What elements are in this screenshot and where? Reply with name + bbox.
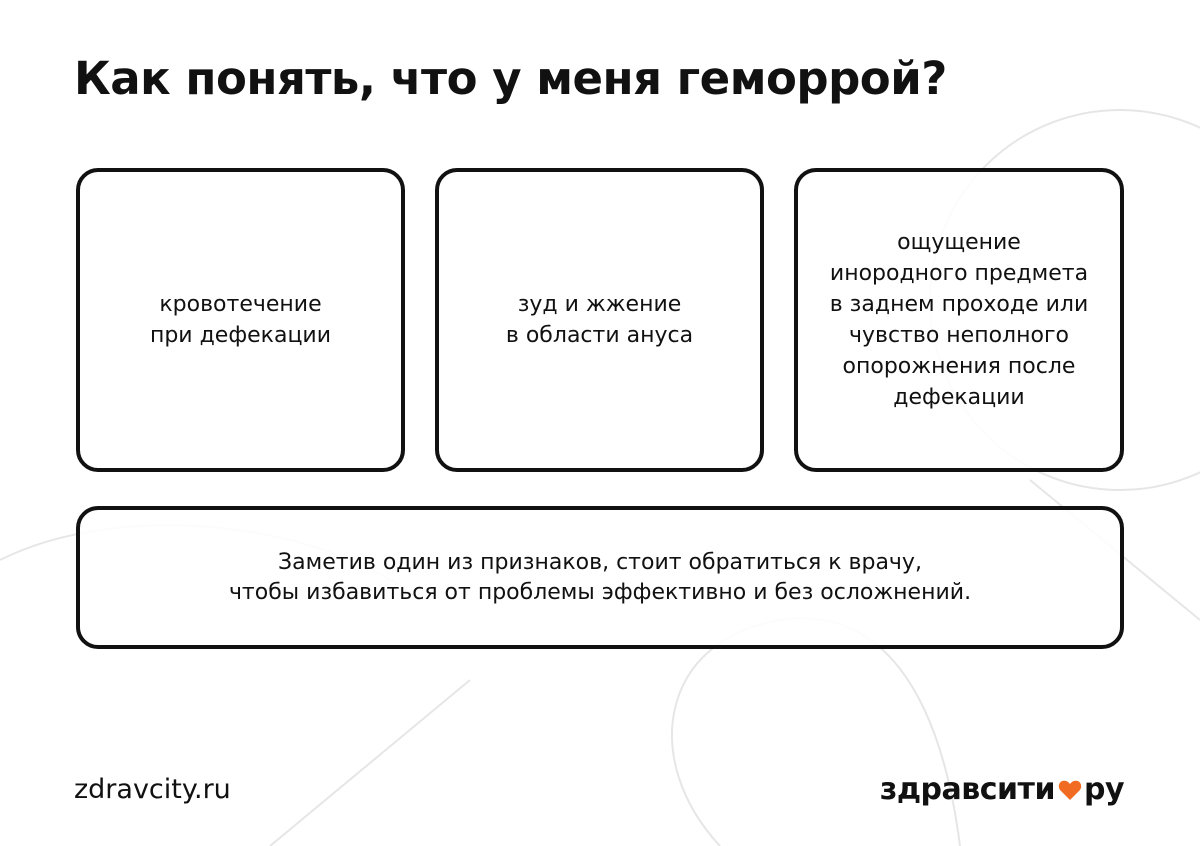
symptom-card-text: ощущение инородного предмета в заднем пр… xyxy=(829,230,1089,410)
symptom-card-foreign-body: ощущение инородного предмета в заднем пр… xyxy=(794,168,1124,472)
advice-note-text: Заметив один из признаков, стоит обратит… xyxy=(228,549,972,605)
symptom-card-bleeding: кровотечение при дефекации xyxy=(76,168,405,472)
symptom-card-itching: зуд и жжение в области ануса xyxy=(435,168,764,472)
brand-logo: здравсити ру xyxy=(879,772,1125,807)
symptom-card-text: зуд и жжение в области ануса xyxy=(505,292,694,348)
footer-site-url[interactable]: zdravcity.ru xyxy=(74,774,231,805)
page-title: Как понять, что у меня геморрой? xyxy=(74,52,947,105)
symptom-card-text: кровотечение при дефекации xyxy=(149,292,332,348)
advice-note: Заметив один из признаков, стоит обратит… xyxy=(76,506,1124,649)
logo-text-right: ру xyxy=(1083,772,1125,807)
logo-text-left: здравсити xyxy=(879,772,1056,807)
heart-icon xyxy=(1058,780,1082,800)
